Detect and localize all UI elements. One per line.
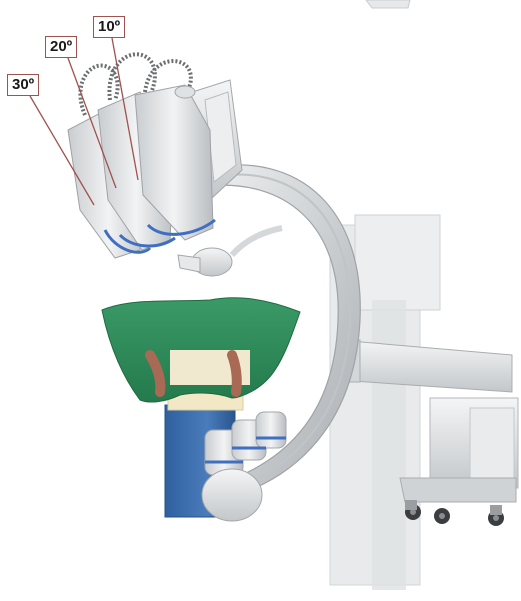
angle-label-10: 10º <box>93 16 125 38</box>
angle-label-20: 20º <box>45 36 77 58</box>
top-bracket <box>366 0 410 8</box>
angle-label-30: 30º <box>7 74 39 96</box>
surgical-drape <box>102 298 300 402</box>
